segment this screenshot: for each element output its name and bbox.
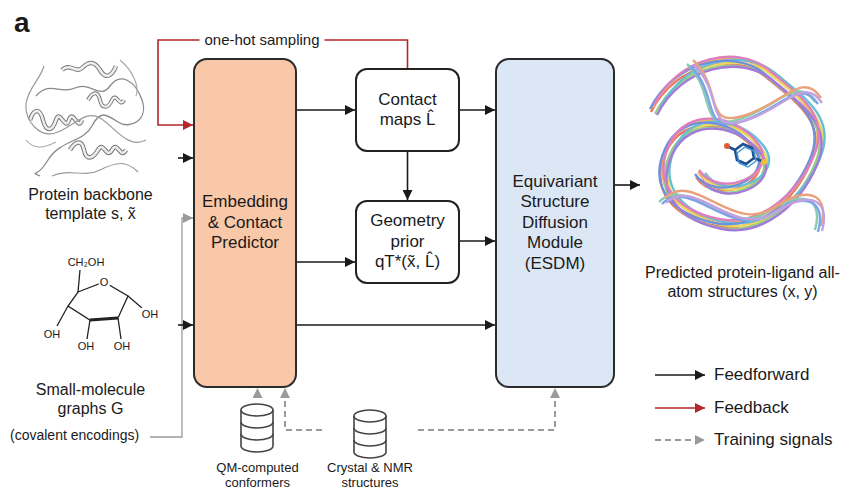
training-signal-arrow (257, 388, 259, 398)
helix (70, 143, 126, 158)
backbone-loop (52, 164, 138, 177)
bond (78, 270, 80, 292)
database-node: Crystal & NMR structures (322, 405, 418, 495)
predicted-structure-ensemble (650, 57, 825, 232)
feedforward-arrow (297, 261, 355, 263)
backbone-loop (26, 60, 137, 147)
input-caption: Protein backbone template s, x̃ (3, 55, 178, 227)
input-caption: Small-molecule graphs G (3, 250, 178, 422)
training-signal-arrow (285, 388, 322, 430)
legend-label: Feedforward (714, 365, 809, 385)
input-note: (covalent encodings) (10, 428, 139, 443)
process-box: Geometry priorqT*(x̃, L̂) (355, 200, 460, 284)
helix (30, 111, 82, 129)
legend-sample-line (655, 439, 705, 441)
cylinder-ring (354, 428, 386, 446)
feedforward-arrow (178, 324, 193, 326)
database-icon (241, 404, 273, 452)
legend-sample-line (655, 374, 705, 376)
panel-letter: a (14, 8, 30, 39)
feedforward-arrow (460, 240, 495, 242)
feedforward-arrow (297, 109, 355, 111)
atom-label: CH₂OH (67, 256, 106, 268)
bond (118, 318, 121, 339)
bond (128, 296, 142, 308)
bond (57, 306, 68, 326)
ligand-sticks (724, 143, 767, 167)
cylinder-top (354, 410, 386, 422)
database-icon (354, 410, 386, 458)
cylinder-top (241, 404, 273, 416)
atom-label: OH (43, 328, 62, 340)
ribbon (666, 65, 824, 231)
ribbon (662, 66, 820, 232)
cylinder-ring (241, 422, 273, 440)
node-label: Geometry prior (361, 211, 454, 252)
feedforward-arrow (297, 324, 495, 326)
edge-label: one-hot sampling (199, 31, 324, 49)
covalent-encoding-wire (150, 218, 193, 437)
atom (761, 159, 767, 165)
ribbon (659, 64, 817, 230)
molecule-drawing (57, 270, 142, 339)
feedforward-arrow (407, 152, 409, 200)
protein-backbone-illustration (26, 60, 146, 176)
node-formula: qT*(x̃, L̂) (375, 252, 440, 272)
legend-label: Feedback (714, 398, 789, 418)
node-label: Contact maps L̂ (361, 90, 454, 131)
feedforward-arrow (460, 109, 495, 111)
node-label: Equivariant Structure Diffusion Module (… (501, 172, 609, 274)
atom-label: OH (77, 340, 96, 352)
process-box: Contact maps L̂ (355, 68, 460, 152)
helix (62, 63, 116, 76)
atom-label: OH (113, 340, 132, 352)
feedforward-arrow (178, 157, 193, 159)
module-box: Embedding & Contact Predictor (193, 58, 297, 388)
node-label: Embedding & Contact Predictor (199, 192, 291, 253)
node-label: Small-molecule graphs G (26, 380, 156, 418)
module-box: Equivariant Structure Diffusion Module (… (495, 58, 615, 388)
legend-label: Training signals (714, 430, 832, 450)
helix (88, 93, 124, 107)
helix (70, 143, 126, 158)
node-label: Crystal & NMR structures (326, 460, 414, 491)
helix (30, 111, 82, 129)
helix (88, 93, 124, 107)
atom-label: O (99, 276, 110, 288)
backbone-loop (35, 79, 144, 176)
node-label: Protein backbone template s, x̃ (16, 185, 166, 223)
training-signal-arrow (418, 388, 555, 430)
atom-label: OH (141, 308, 160, 320)
helix (62, 63, 116, 76)
ligand (737, 147, 756, 167)
bond (87, 320, 90, 339)
feedforward-arrow (615, 184, 640, 186)
atom (724, 143, 730, 149)
database-node: QM-computed conformers (205, 398, 310, 495)
backbone-loop (26, 66, 146, 142)
bond (90, 318, 118, 320)
node-label: QM-computed conformers (209, 460, 306, 491)
legend-sample-line (655, 407, 705, 409)
output-caption: Predicted protein-ligand all-atom struct… (640, 40, 845, 305)
node-label: Predicted protein-ligand all-atom struct… (644, 263, 841, 301)
